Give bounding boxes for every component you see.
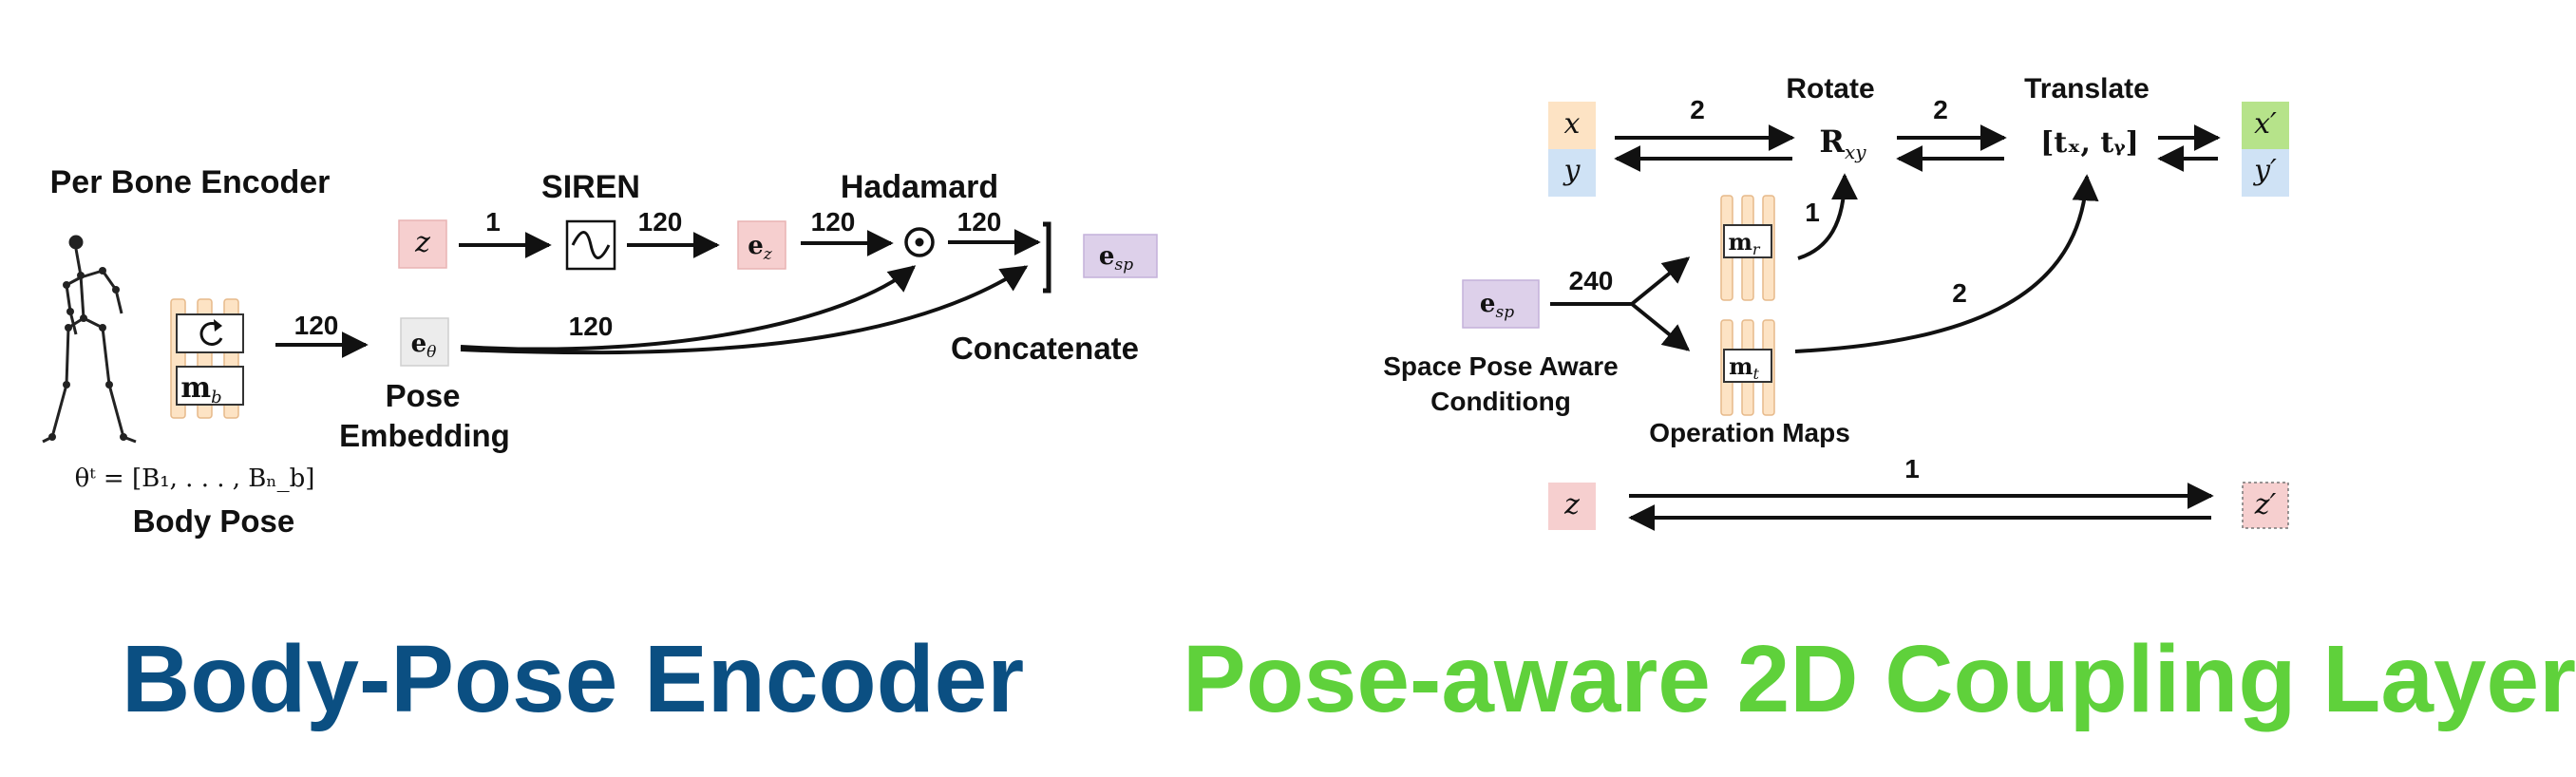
z-prime-box [2242,482,2289,529]
arrow-etheta-to-concat [460,265,1029,355]
z-label-left: z [414,226,430,259]
x-label: x [1564,107,1581,141]
dim-120-etheta: 120 [569,312,614,341]
e-theta-box [400,317,449,367]
e-sp-box-right [1462,279,1540,329]
sine-wave-icon [571,231,611,259]
concat-bracket-icon [1043,221,1051,294]
concatenate-label: Concatenate [951,331,1139,366]
e-theta-label: eθ [411,330,437,362]
dim-2-mt: 2 [1952,278,1967,308]
m-r-label: mr [1728,228,1760,258]
conditioning-label-2: Conditiong [1430,387,1571,416]
rotate-icon [199,319,223,346]
hadamard-label: Hadamard [841,169,998,205]
dim-240: 240 [1569,266,1614,295]
dim-120-pose: 120 [294,311,339,340]
e-z-label: ez [748,232,773,264]
e-sp-box-left [1083,234,1158,278]
m-t-block [1720,319,1775,416]
y-prime-label: y′ [2252,154,2277,187]
right-section-title: Pose-aware 2D Coupling Layer [1183,626,2576,732]
x-box [1548,102,1596,149]
x-prime-label: x′ [2254,107,2277,141]
dim-1-z: 1 [1904,454,1920,483]
t-vector-label: [tₓ, tᵧ] [2040,126,2139,160]
body-pose-formula: θᵗ = [B₁, . . . , Bₙ_b] [75,464,315,493]
e-sp-label-left: esp [1099,242,1133,275]
hadamard-icon [904,227,935,257]
per-bone-encoder-label: Per Bone Encoder [50,164,331,200]
dim-1-z: 1 [485,207,501,237]
operation-maps-label: Operation Maps [1649,418,1850,447]
translate-label: Translate [2024,73,2150,104]
dim-120-ez: 120 [811,207,856,237]
m-r-block [1720,195,1775,301]
y-prime-box [2242,149,2289,197]
arrow-etheta-to-hadamard [460,265,917,351]
skeleton-icon [42,235,137,444]
z-box-right [1548,483,1596,530]
dim-2-rotate: 2 [1933,95,1948,124]
y-label: y [1563,154,1582,187]
z-box-left [398,219,447,269]
pose-embedding-label-1: Pose [386,378,461,413]
rotate-label: Rotate [1786,73,1874,104]
z-label-right: z [1563,488,1580,521]
y-box [1548,149,1596,197]
arrow-mt-to-translate [1794,174,2099,353]
pose-embedding-label-2: Embedding [339,418,510,453]
z-prime-label: z′ [2254,488,2277,521]
dim-120-siren: 120 [638,207,683,237]
x-prime-box [2242,102,2289,149]
dim-2-xy: 2 [1690,95,1705,124]
m-b-label: mb [180,371,221,407]
e-z-box [737,220,786,270]
left-section-title: Body-Pose Encoder [122,626,1025,732]
arrow-split-to-mr [1630,256,1691,306]
siren-label: SIREN [541,169,640,205]
conditioning-label-1: Space Pose Aware [1383,351,1618,381]
arrow-mr-to-rotate [1797,173,1858,260]
dim-1-mr: 1 [1805,198,1820,227]
r-xy-label: Rxy [1819,123,1866,163]
skeleton-joints [48,267,127,441]
dim-120-hadamard: 120 [957,207,1002,237]
e-sp-label-right: esp [1480,290,1514,322]
per-bone-encoder-block [170,298,244,419]
m-t-label: mt [1729,352,1759,383]
body-pose-label: Body Pose [133,503,295,539]
arrow-split-to-mt [1630,302,1691,351]
